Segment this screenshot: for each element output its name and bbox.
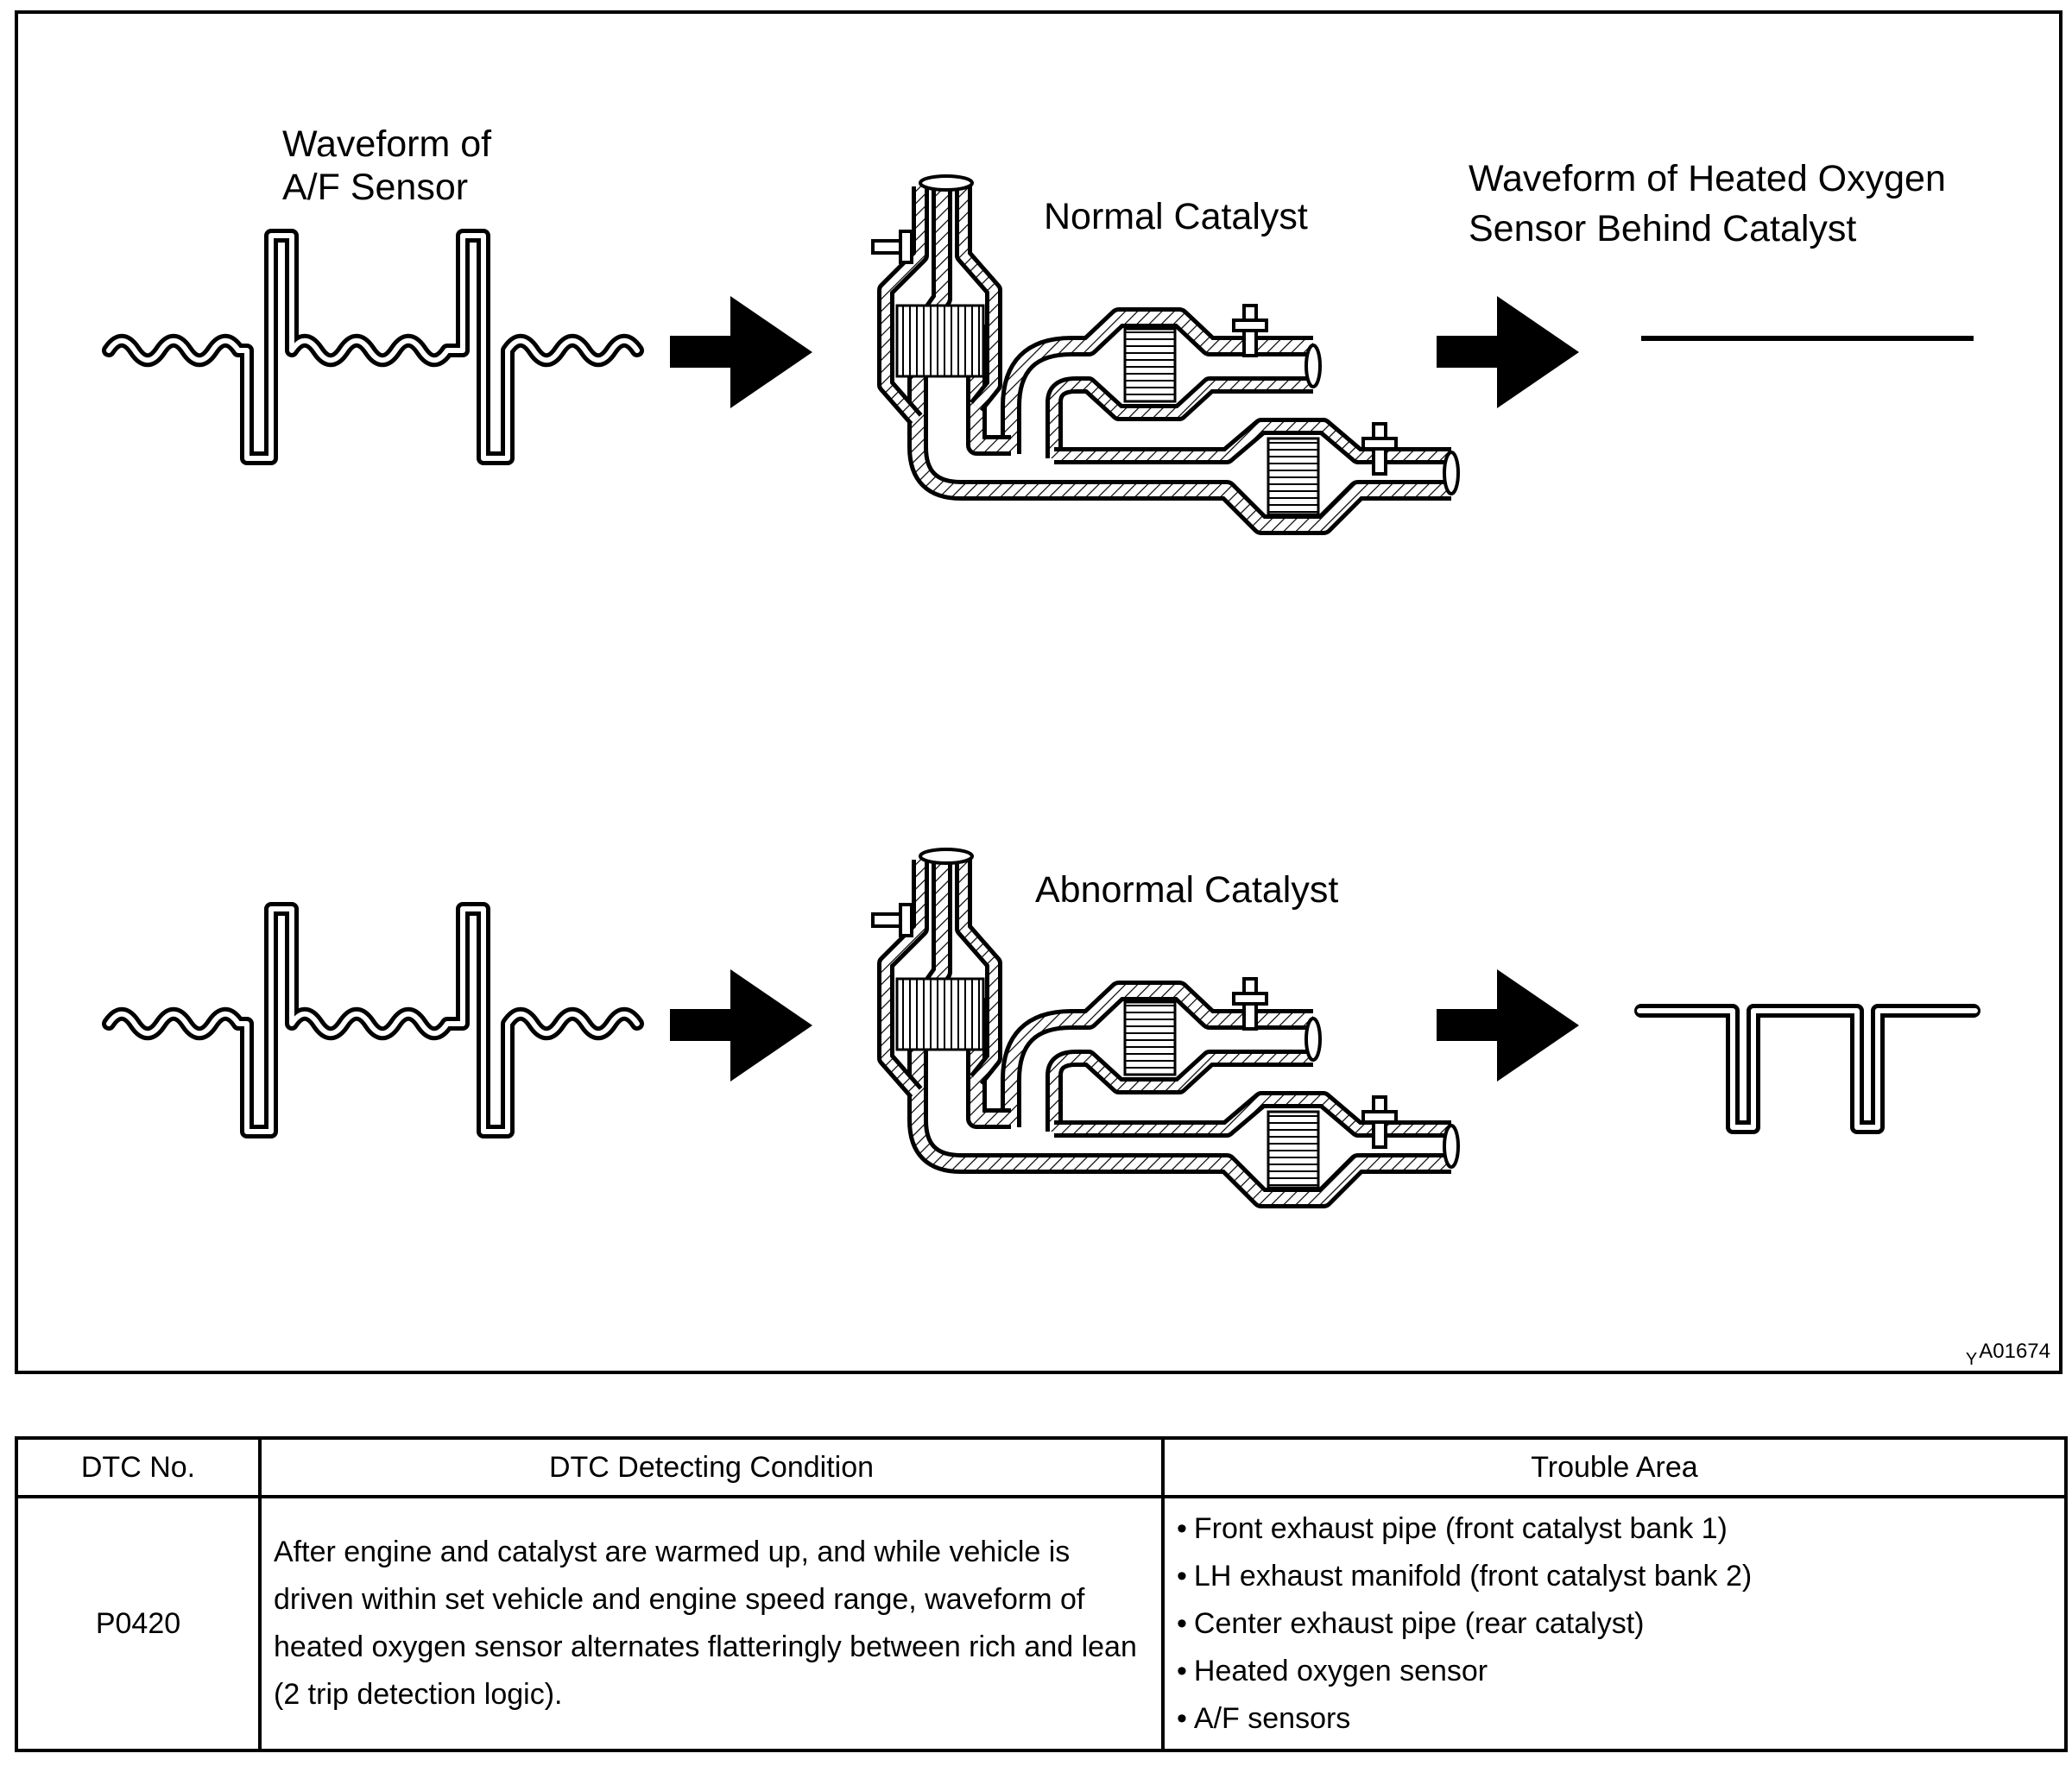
figure-id-prefix: Y — [1965, 1350, 1978, 1369]
catalyst-diagram: Waveform of A/F Sensor Normal Catalyst W… — [15, 10, 2063, 1374]
dtc-code: P0420 — [15, 1495, 262, 1752]
figure-id-number: A01674 — [1979, 1340, 2050, 1363]
af-waveform-label: Waveform of A/F Sensor — [282, 123, 492, 208]
right-arrow-icon — [1437, 296, 1579, 408]
list-item: Heated oxygen sensor — [1177, 1648, 2056, 1695]
right-arrow-icon — [1437, 969, 1579, 1082]
table-row: P0420 After engine and catalyst are warm… — [15, 1495, 2068, 1752]
figure-id: YA01674 — [1966, 1340, 2050, 1369]
header-trouble-area: Trouble Area — [1161, 1436, 2068, 1498]
af-sensor-waveform-top — [109, 236, 637, 458]
ho2-waveform-label: Waveform of Heated Oxygen Sensor Behind … — [1469, 158, 1946, 249]
detecting-condition: After engine and catalyst are warmed up,… — [258, 1495, 1165, 1752]
trouble-area-list: Front exhaust pipe (front catalyst bank … — [1177, 1505, 2056, 1743]
list-item: Center exhaust pipe (rear catalyst) — [1177, 1600, 2056, 1648]
trouble-area: Front exhaust pipe (front catalyst bank … — [1161, 1495, 2068, 1752]
ho2-waveform-switching — [1634, 1004, 1980, 1134]
list-item: Front exhaust pipe (front catalyst bank … — [1177, 1505, 2056, 1553]
header-detecting-condition: DTC Detecting Condition — [258, 1436, 1165, 1498]
header-dtc-no: DTC No. — [15, 1436, 262, 1498]
right-arrow-icon — [670, 296, 812, 408]
table-header-row: DTC No. DTC Detecting Condition Trouble … — [15, 1436, 2068, 1498]
diagram-canvas — [18, 14, 1980, 1371]
list-item: A/F sensors — [1177, 1695, 2056, 1743]
normal-catalyst-label: Normal Catalyst — [1044, 196, 1308, 237]
right-arrow-icon — [670, 969, 812, 1082]
list-item: LH exhaust manifold (front catalyst bank… — [1177, 1553, 2056, 1600]
af-sensor-waveform-bottom — [109, 909, 637, 1132]
abnormal-catalyst-label: Abnormal Catalyst — [1035, 869, 1339, 911]
dtc-table: DTC No. DTC Detecting Condition Trouble … — [15, 1436, 2068, 1752]
